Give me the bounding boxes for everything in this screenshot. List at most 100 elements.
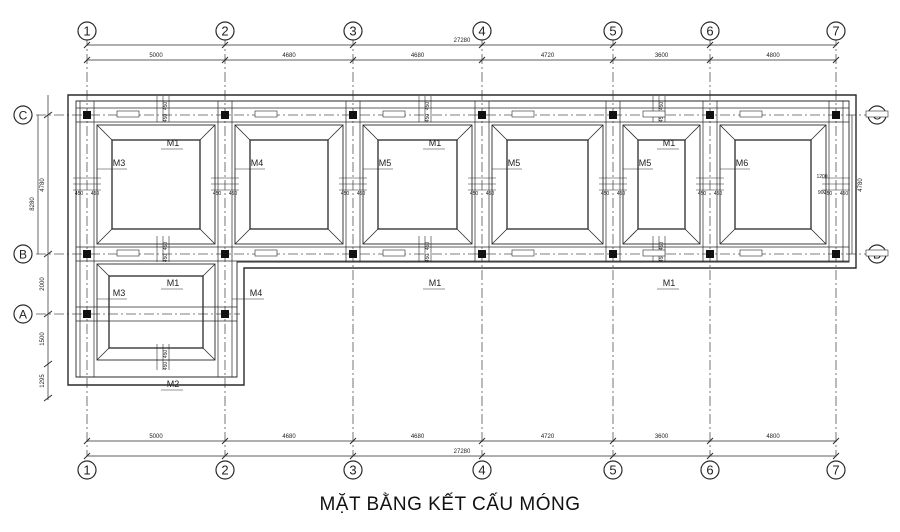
beam-dimension: 450: [425, 242, 431, 251]
strip-dimension-2: 450: [213, 191, 222, 197]
grid-label-left-A: A: [19, 308, 27, 322]
span-dimension-bottom-1: 5000: [149, 434, 163, 440]
beam-dimension: 450: [163, 114, 169, 123]
strip-dimension-6: 450: [714, 191, 723, 197]
beam-dimension: 450: [425, 254, 431, 263]
grid-bubble-bottom-7: [826, 460, 846, 480]
grid-label-left-C: C: [19, 109, 28, 123]
dimension-tick-bottom: [706, 437, 714, 445]
upper-bay-5-bevel: [684, 124, 701, 141]
column: [349, 250, 357, 258]
dimension-tick-top: [478, 56, 486, 64]
beam-tag: [511, 249, 535, 257]
upper-bay-6-bevel: [719, 228, 736, 245]
grid-bubble-bottom-6: [700, 460, 720, 480]
strip-dimension-2: 450: [229, 191, 238, 197]
lower-bay-1-bevel: [96, 263, 110, 277]
grid-bubble-left-B: [13, 244, 33, 264]
upper-bay-2-bevel: [327, 228, 344, 245]
row-dimension-2: 2000: [40, 277, 46, 291]
column: [83, 310, 91, 318]
dimension-tick-top: [83, 56, 91, 64]
beam-dimension: 450: [163, 102, 169, 111]
strip-dimension-5: 450: [601, 191, 610, 197]
dimension-tick-top: [349, 41, 357, 49]
row-overall-dimension: 8280: [30, 197, 36, 211]
beam-mark-B-2: M1: [429, 278, 442, 288]
beam-mark-bottom: M2: [167, 379, 180, 389]
grid-bubble-left-A: [13, 304, 33, 324]
beam-mark-C-3: M1: [663, 138, 676, 148]
footing-mark-upper-4: M5: [508, 158, 521, 168]
upper-bay-1-bevel: [96, 124, 113, 141]
dimension-tick-top: [83, 41, 91, 49]
upper-bay-2-bevel: [234, 124, 251, 141]
upper-bay-3-outer: [362, 124, 473, 245]
grid-bubble-top-4: [472, 21, 492, 41]
dimension-tick-bottom: [83, 437, 91, 445]
upper-bay-5-bevel: [622, 124, 639, 141]
beam-dimension: 450: [659, 102, 665, 111]
beam-tag: [865, 110, 889, 118]
dimension-tick-top: [832, 41, 840, 49]
lower-bay-1-bevel: [96, 347, 110, 361]
strip-dimension-4: 450: [486, 191, 495, 197]
upper-bay-3-bevel: [456, 228, 473, 245]
grid-label-bottom-3: 3: [349, 463, 356, 478]
dimension-tick-bottom: [832, 437, 840, 445]
lower-bay-1-bevel: [202, 263, 216, 277]
row-dimension-right: 4780: [858, 178, 864, 192]
beam-tag: [739, 249, 763, 257]
grid-label-top-1: 1: [83, 24, 90, 39]
lower-bay-1-bevel: [202, 347, 216, 361]
upper-bay-1-inner: [111, 139, 201, 230]
strip-dimension-1: 450: [91, 191, 100, 197]
beam-tag: [254, 249, 278, 257]
column: [609, 111, 617, 119]
dimension-tick-bottom: [221, 452, 229, 460]
span-dimension-bottom-5: 3600: [655, 434, 669, 440]
beam-tag: [511, 110, 535, 118]
strip-dimension-6: 450: [698, 191, 707, 197]
dimension-tick-bottom: [832, 452, 840, 460]
dimension-tick-top: [221, 56, 229, 64]
upper-bay-2-outer: [234, 124, 344, 245]
upper-bay-3-bevel: [456, 124, 473, 141]
dimension-tick-bottom: [478, 452, 486, 460]
dimension-tick-bottom: [349, 437, 357, 445]
strip-dimension-7: 450: [824, 191, 833, 197]
grid-label-bottom-5: 5: [609, 463, 616, 478]
grid-label-top-2: 2: [221, 24, 228, 39]
upper-bay-3-bevel: [362, 228, 379, 245]
strip-dimension-4: 450: [470, 191, 479, 197]
upper-bay-5-bevel: [622, 228, 639, 245]
grid-bubble-top-3: [343, 21, 363, 41]
column: [832, 250, 840, 258]
lower-bay-1-inner: [108, 275, 204, 349]
dimension-tick-bottom: [609, 437, 617, 445]
dimension-tick-bottom: [706, 452, 714, 460]
grid-bubble-top-2: [215, 21, 235, 41]
upper-bay-6-bevel: [810, 228, 827, 245]
dimension-tick-top: [706, 41, 714, 49]
upper-bay-5-inner: [637, 139, 686, 230]
column: [221, 310, 229, 318]
dimension-tick-bottom: [609, 452, 617, 460]
dimension-tick-left: [43, 111, 53, 119]
footing-mark-upper-5: M5: [639, 158, 652, 168]
row-dimension-3: 1500: [40, 332, 46, 346]
beam-dimension: 450: [425, 102, 431, 111]
column: [706, 250, 714, 258]
upper-bay-6-bevel: [810, 124, 827, 141]
column: [83, 250, 91, 258]
dimension-tick-left: [43, 394, 53, 402]
span-dimension-bottom-3: 4680: [411, 434, 425, 440]
grid-bubble-bottom-4: [472, 460, 492, 480]
overall-dimension-bottom: 27280: [454, 449, 471, 455]
span-dimension-top-1: 5000: [149, 53, 163, 59]
upper-bay-4-bevel: [491, 124, 508, 141]
beam-tag: [865, 249, 889, 257]
grid-label-left-B: B: [19, 248, 27, 262]
beam-tag: [642, 110, 666, 118]
beam-dimension: 450: [659, 254, 665, 263]
